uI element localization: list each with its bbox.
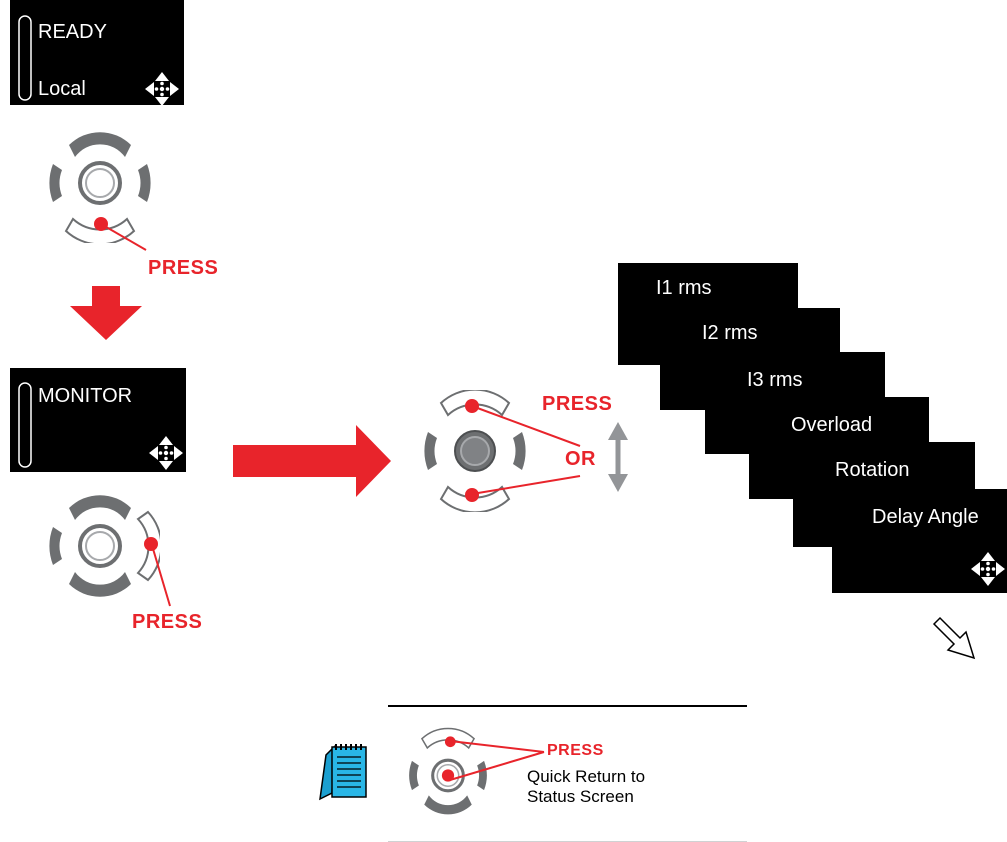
screen-bar-indicator — [18, 15, 32, 101]
four-way-arrow-icon — [149, 436, 183, 470]
notepad-icon — [319, 744, 367, 801]
press-pointer-lines — [471, 405, 581, 495]
right-arrow-icon — [233, 425, 391, 497]
note-text: Quick Return to Status Screen — [527, 767, 645, 807]
monitor-item-label: I3 rms — [747, 369, 803, 391]
monitor-item-label: I2 rms — [702, 322, 758, 344]
four-way-arrow-icon — [971, 552, 1005, 586]
press-label: PRESS — [132, 611, 203, 633]
down-arrow-icon — [70, 286, 142, 340]
status-screen: READY Local — [10, 0, 184, 106]
dpad-icon[interactable] — [40, 123, 160, 243]
press-label: PRESS — [542, 393, 613, 415]
monitor-line: MONITOR — [38, 385, 133, 407]
note-line-2: Status Screen — [527, 787, 634, 806]
press-pointer-line — [100, 223, 147, 251]
outline-arrow-icon — [932, 616, 976, 660]
press-pointer-lines — [449, 740, 545, 781]
press-pointer-line — [150, 541, 171, 607]
note-press-label: PRESS — [547, 742, 604, 759]
four-way-arrow-icon — [145, 72, 179, 106]
monitor-item-label: Rotation — [835, 459, 910, 481]
monitor-item-label: I1 rms — [656, 277, 712, 299]
monitor-screen: MONITOR — [10, 368, 186, 472]
press-label: PRESS — [148, 257, 219, 279]
dpad-icon[interactable] — [415, 390, 535, 512]
up-down-arrow-icon — [608, 422, 628, 492]
monitor-item-label: Overload — [791, 414, 873, 436]
dpad-icon[interactable] — [40, 486, 160, 606]
screen-bar-indicator — [18, 382, 32, 468]
note-top-rule — [388, 705, 747, 707]
dpad-icon[interactable] — [402, 727, 494, 824]
status-line-local: Local — [38, 78, 86, 100]
monitor-item-label: Delay Angle — [872, 506, 979, 528]
status-line-ready: READY — [38, 21, 107, 43]
or-label: OR — [565, 448, 596, 470]
monitor-item-screen: Delay Angle — [832, 489, 1007, 593]
note-line-1: Quick Return to — [527, 767, 646, 786]
